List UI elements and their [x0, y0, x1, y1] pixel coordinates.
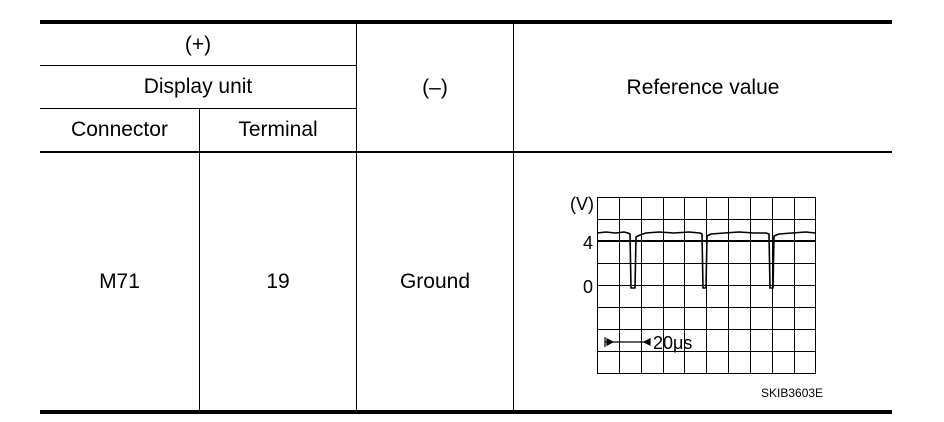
- header-minus: (–): [357, 24, 513, 151]
- divider-plus-minus: [356, 24, 357, 410]
- header-display-unit: Display unit: [40, 66, 356, 108]
- header-terminal-text: Terminal: [238, 118, 318, 141]
- header-rule-plus: [40, 65, 357, 66]
- cell-connector-text: M71: [99, 269, 140, 293]
- divider-minus-reference: [513, 24, 514, 410]
- table-top-rule: [40, 20, 892, 24]
- cell-terminal-text: 19: [266, 269, 290, 293]
- cell-minus-text: Ground: [399, 269, 471, 293]
- header-display-unit-text: Display unit: [143, 75, 253, 98]
- cell-connector: M71: [40, 153, 199, 410]
- table-bottom-rule: [40, 410, 892, 414]
- cell-reference-waveform: (V) 4 0 20μs SKIB3603E: [514, 153, 892, 410]
- header-connector-text: Connector: [71, 118, 168, 141]
- y-tick-4-label: 4: [583, 233, 593, 253]
- time-scale-label: 20μs: [653, 333, 692, 353]
- reference-value-table: (+) Display unit Connector Terminal (–) …: [40, 20, 892, 414]
- header-minus-text: (–): [422, 75, 448, 99]
- figure-code-label: SKIB3603E: [761, 386, 823, 400]
- pulse-trace: [596, 231, 816, 289]
- divider-connector-terminal: [199, 108, 200, 410]
- y-axis-unit-label: (V): [570, 194, 594, 214]
- header-terminal: Terminal: [200, 109, 356, 151]
- cell-terminal: 19: [200, 153, 356, 410]
- time-scale-arrow: [604, 337, 651, 347]
- header-plus-text: (+): [184, 32, 212, 56]
- header-connector: Connector: [40, 109, 199, 151]
- header-reference-value: Reference value: [514, 24, 892, 151]
- header-rule-display-unit: [40, 108, 357, 109]
- oscilloscope-waveform: (V) 4 0 20μs SKIB3603E: [570, 194, 823, 400]
- header-plus: (+): [40, 24, 356, 65]
- header-bottom-rule: [40, 151, 892, 153]
- y-tick-0-label: 0: [583, 277, 593, 297]
- cell-minus: Ground: [357, 153, 513, 410]
- header-reference-value-text: Reference value: [626, 75, 780, 99]
